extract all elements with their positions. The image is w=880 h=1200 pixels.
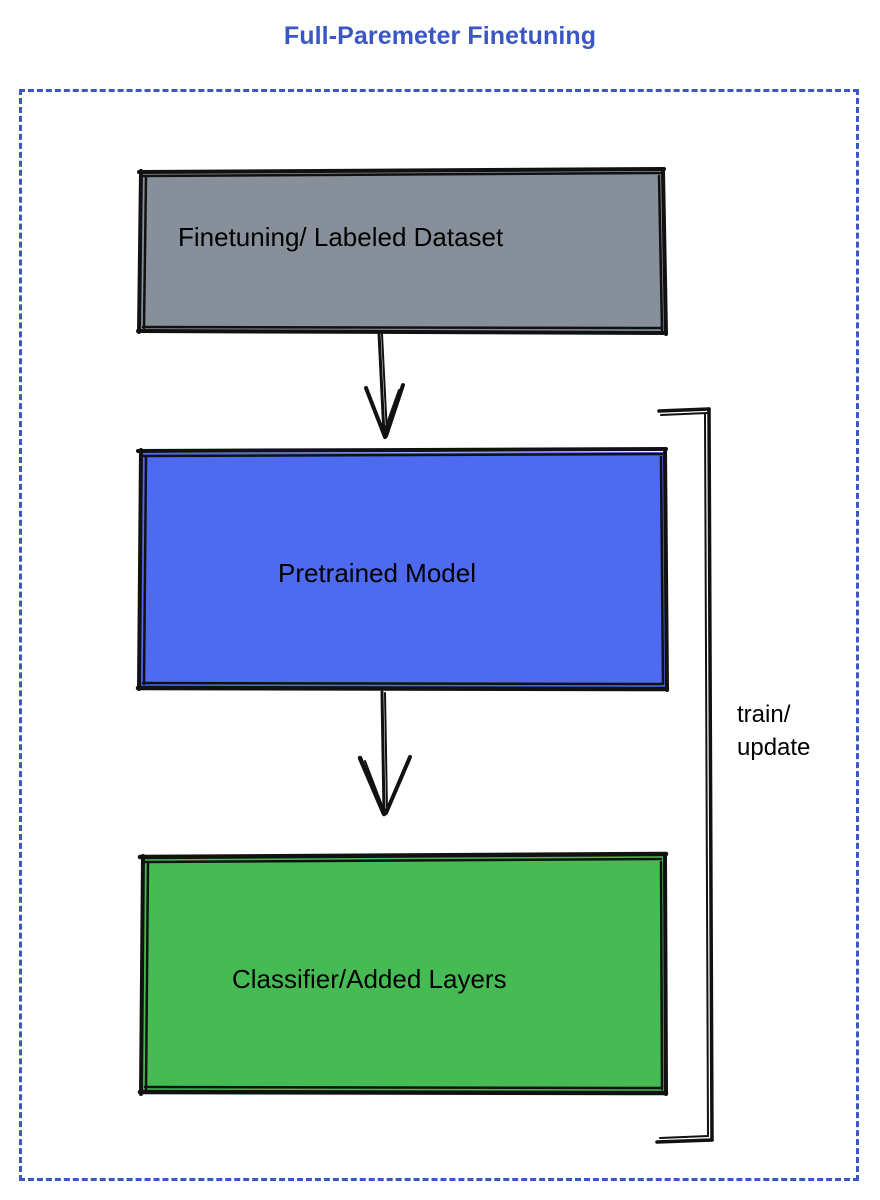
feedback-loop-label-line-2: update [737, 734, 811, 761]
feedback-loop-label: train/ update [737, 698, 810, 764]
node-pretrained-model-label: Pretrained Model [278, 558, 476, 588]
node-dataset-label: Finetuning/ Labeled Dataset [178, 222, 504, 252]
feedback-loop-label-line-1: train/ [737, 701, 791, 728]
page-title: Full-Paremeter Finetuning [283, 22, 597, 50]
node-classifier-label: Classifier/Added Layers [232, 964, 507, 994]
diagram-dashed-frame [19, 89, 859, 1181]
